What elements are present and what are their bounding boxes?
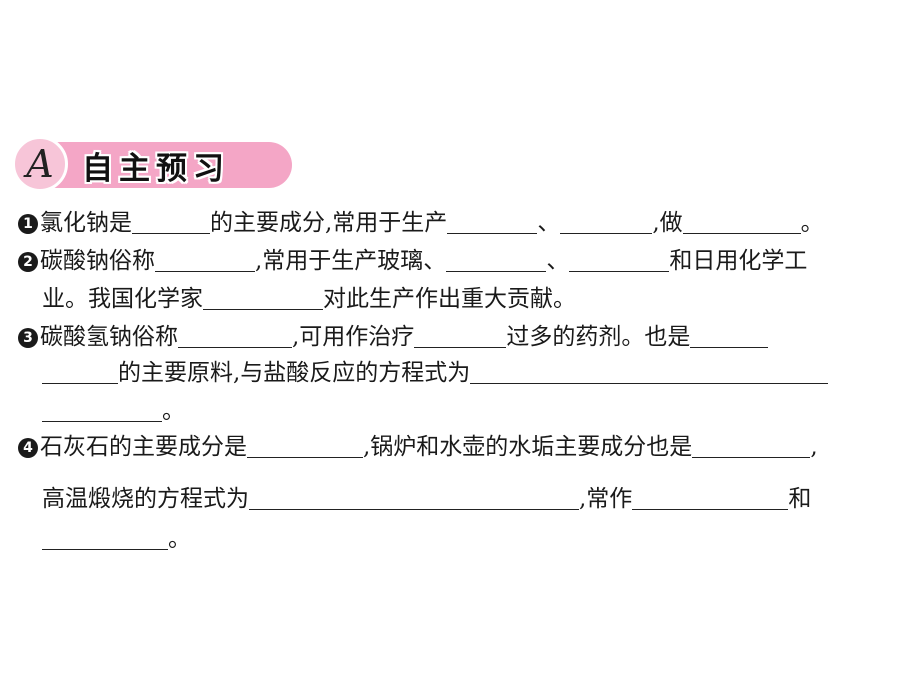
section-letter-circle: A — [12, 136, 68, 192]
item-number-badge: 4 — [18, 438, 38, 458]
item-3-line-2: 的主要原料,与盐酸反应的方程式为 — [42, 358, 829, 388]
item-number-badge: 3 — [18, 328, 38, 348]
fill-blank[interactable] — [247, 435, 363, 458]
fill-blank[interactable] — [446, 249, 547, 272]
text: 氯化钠是 — [40, 210, 132, 236]
fill-blank[interactable] — [690, 325, 769, 348]
text: 和 — [788, 486, 812, 512]
fill-blank[interactable] — [414, 325, 507, 348]
text: 过多的药剂。也是 — [506, 324, 691, 350]
text: ,可用作治疗 — [292, 324, 415, 350]
text: 碳酸氢钠俗称 — [40, 324, 178, 350]
fill-blank[interactable] — [560, 211, 653, 234]
fill-blank[interactable] — [42, 399, 162, 422]
text: ,常用于生产玻璃、 — [255, 248, 447, 274]
text: 。 — [162, 398, 185, 424]
fill-blank[interactable] — [155, 249, 255, 272]
text: 。 — [168, 526, 191, 552]
section-header-badge: A 自主预习 — [12, 136, 294, 192]
item-3-line-3: 。 — [42, 396, 185, 426]
fill-blank[interactable] — [42, 527, 168, 550]
text: 和日用化学工 — [669, 248, 808, 274]
text: 石灰石的主要成分是 — [40, 434, 247, 460]
text: ,常作 — [579, 486, 633, 512]
item-4-line-2: 高温煅烧的方程式为 ,常作 和 — [42, 484, 811, 514]
text: 、 — [546, 248, 570, 274]
item-number-badge: 1 — [18, 214, 38, 234]
text: 、 — [537, 210, 561, 236]
text: 的主要原料,与盐酸反应的方程式为 — [118, 360, 471, 386]
fill-blank[interactable] — [447, 211, 538, 234]
text: 业。我国化学家 — [42, 286, 203, 312]
fill-blank[interactable] — [470, 361, 829, 384]
fill-blank[interactable] — [132, 211, 210, 234]
text: , — [810, 434, 818, 460]
fill-blank[interactable] — [203, 287, 323, 310]
section-letter: A — [26, 142, 54, 186]
fill-blank[interactable] — [249, 487, 579, 510]
fill-blank[interactable] — [42, 361, 118, 384]
item-number-badge: 2 — [18, 252, 38, 272]
item-2-line-2: 业。我国化学家 对此生产作出重大贡献。 — [42, 284, 576, 314]
text: 高温煅烧的方程式为 — [42, 486, 249, 512]
text: ,做 — [652, 210, 683, 236]
fill-blank[interactable] — [682, 211, 801, 234]
text: 对此生产作出重大贡献。 — [323, 286, 576, 312]
fill-blank[interactable] — [178, 325, 292, 348]
fill-blank[interactable] — [692, 435, 811, 458]
item-4-line-3: 。 — [42, 524, 191, 554]
text: ,锅炉和水壶的水垢主要成分也是 — [363, 434, 693, 460]
section-title: 自主预习 — [82, 150, 230, 187]
text: 。 — [800, 210, 824, 236]
text: 碳酸钠俗称 — [40, 248, 155, 274]
fill-blank[interactable] — [569, 249, 670, 272]
text: 的主要成分,常用于生产 — [210, 210, 448, 236]
fill-blank[interactable] — [632, 487, 789, 510]
header-pill — [30, 142, 292, 188]
